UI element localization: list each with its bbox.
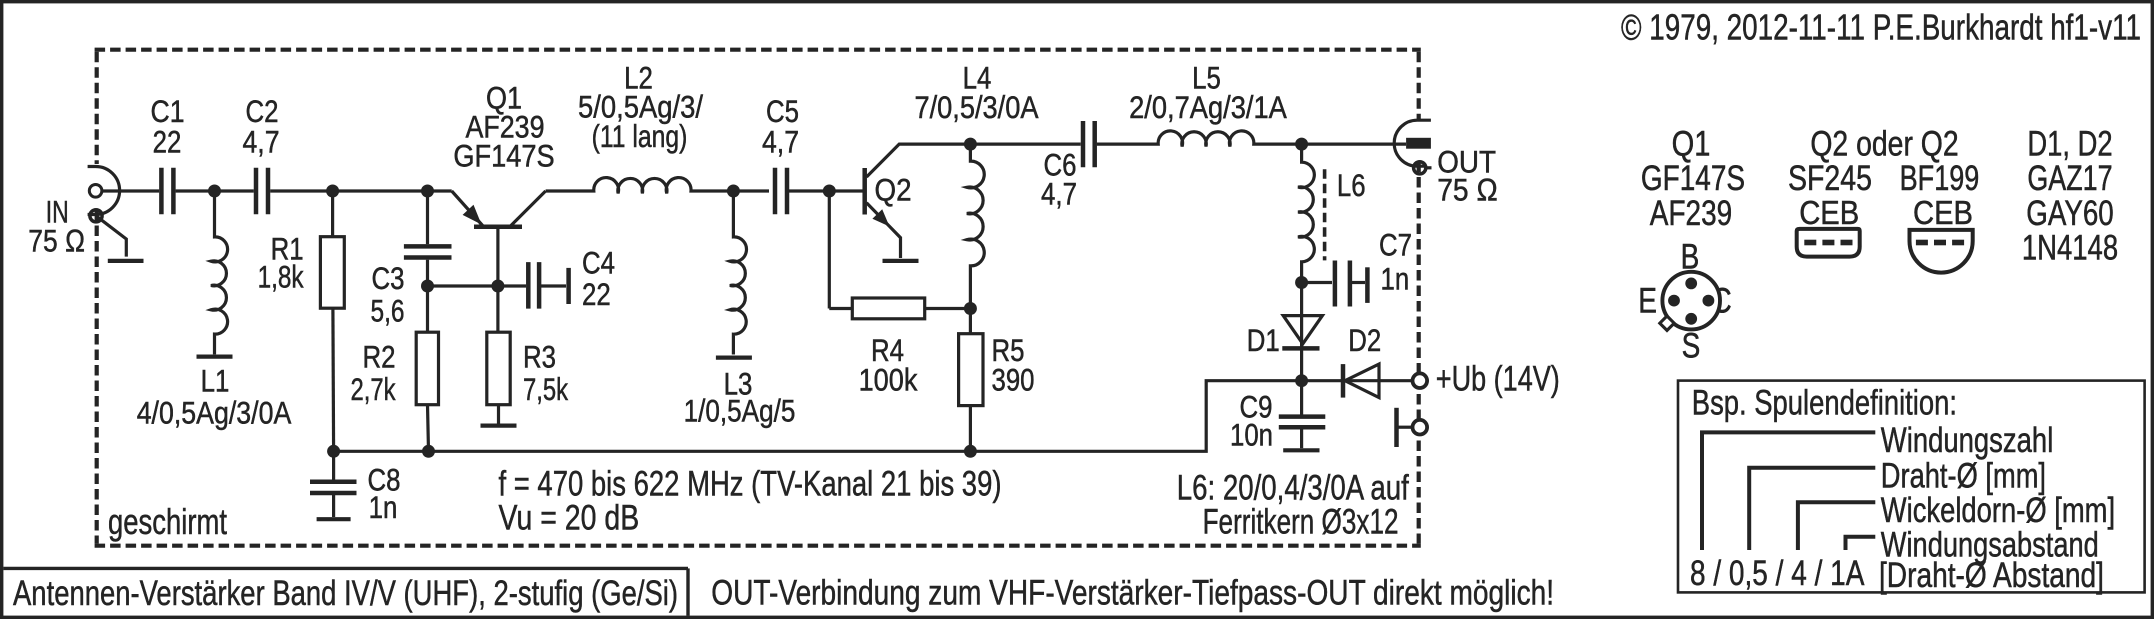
svg-text:7,5k: 7,5k bbox=[523, 371, 568, 407]
svg-text:1,8k: 1,8k bbox=[258, 259, 304, 295]
svg-text:C9: C9 bbox=[1240, 389, 1273, 425]
svg-text:f = 470 bis 622 MHz (TV-Kanal: f = 470 bis 622 MHz (TV-Kanal 21 bis 39) bbox=[499, 464, 1002, 504]
svg-text:L3: L3 bbox=[724, 366, 753, 402]
svg-text:Q1: Q1 bbox=[486, 80, 522, 116]
svg-text:4/0,5Ag/3/0A: 4/0,5Ag/3/0A bbox=[137, 395, 292, 431]
svg-text:CEB: CEB bbox=[1799, 194, 1859, 231]
svg-text:geschirmt: geschirmt bbox=[108, 501, 227, 542]
svg-text:Q1: Q1 bbox=[1672, 125, 1711, 164]
svg-text:GF147S: GF147S bbox=[1641, 159, 1745, 198]
svg-text:10n: 10n bbox=[1230, 417, 1273, 453]
svg-text:2/0,7Ag/3/1A: 2/0,7Ag/3/1A bbox=[1129, 89, 1287, 125]
svg-text:B: B bbox=[1681, 238, 1700, 277]
svg-text:1n: 1n bbox=[1381, 261, 1410, 297]
svg-text:D2: D2 bbox=[1348, 322, 1381, 358]
svg-text:C4: C4 bbox=[582, 245, 615, 281]
svg-text:OUT: OUT bbox=[1437, 144, 1496, 180]
svg-text:Windungszahl: Windungszahl bbox=[1881, 421, 2054, 460]
svg-text:AF239: AF239 bbox=[465, 109, 544, 145]
svg-text:CEB: CEB bbox=[1913, 194, 1973, 231]
svg-text:75 Ω: 75 Ω bbox=[1437, 172, 1498, 208]
svg-text:R2: R2 bbox=[363, 339, 396, 375]
svg-text:L4: L4 bbox=[963, 60, 992, 96]
svg-text:R4: R4 bbox=[871, 332, 904, 368]
svg-text:C5: C5 bbox=[766, 93, 799, 129]
svg-text:5/0,5Ag/3/: 5/0,5Ag/3/ bbox=[578, 89, 703, 125]
svg-text:SF245: SF245 bbox=[1788, 159, 1872, 198]
svg-text:C7: C7 bbox=[1379, 227, 1412, 263]
svg-text:E: E bbox=[1638, 282, 1657, 321]
svg-text:Bsp. Spulendefinition:: Bsp. Spulendefinition: bbox=[1692, 384, 1957, 423]
svg-text:7/0,5/3/0A: 7/0,5/3/0A bbox=[914, 89, 1038, 125]
svg-text:Antennen-Verstärker Band IV/V: Antennen-Verstärker Band IV/V (UHF), 2-s… bbox=[13, 573, 678, 613]
svg-text:L6: L6 bbox=[1337, 167, 1366, 203]
svg-text:GF147S: GF147S bbox=[453, 138, 554, 174]
svg-text:Draht-Ø [mm]: Draht-Ø [mm] bbox=[1881, 457, 2046, 496]
svg-text:L6: 20/0,4/3/0A auf: L6: 20/0,4/3/0A auf bbox=[1177, 468, 1409, 508]
svg-text:5,6: 5,6 bbox=[371, 293, 405, 329]
svg-text:D1, D2: D1, D2 bbox=[2027, 125, 2112, 164]
svg-text:GAY60: GAY60 bbox=[2026, 194, 2113, 233]
svg-text:1/0,5Ag/5: 1/0,5Ag/5 bbox=[684, 393, 796, 429]
svg-text:D1: D1 bbox=[1247, 322, 1280, 358]
svg-text:8 / 0,5 / 4 / 1A: 8 / 0,5 / 4 / 1A bbox=[1690, 554, 1865, 593]
svg-text:4,7: 4,7 bbox=[1041, 176, 1077, 212]
svg-text:GAZ17: GAZ17 bbox=[2027, 159, 2112, 198]
svg-text:R5: R5 bbox=[992, 332, 1025, 368]
svg-text:4,7: 4,7 bbox=[243, 124, 280, 160]
svg-text:75 Ω: 75 Ω bbox=[28, 223, 85, 259]
svg-text:Windungsabstand: Windungsabstand bbox=[1881, 526, 2099, 565]
svg-text:AF239: AF239 bbox=[1650, 194, 1732, 233]
svg-text:Q2: Q2 bbox=[875, 172, 912, 208]
svg-text:Ferritkern Ø3x12: Ferritkern Ø3x12 bbox=[1203, 502, 1399, 542]
svg-text:390: 390 bbox=[992, 362, 1035, 398]
svg-text:L1: L1 bbox=[201, 363, 230, 399]
svg-text:Vu = 20 dB: Vu = 20 dB bbox=[499, 498, 640, 538]
svg-text:[Draht-Ø Abstand]: [Draht-Ø Abstand] bbox=[1879, 556, 2104, 595]
svg-text:Wickeldorn-Ø [mm]: Wickeldorn-Ø [mm] bbox=[1881, 491, 2115, 530]
svg-text:IN: IN bbox=[46, 194, 69, 230]
svg-text:C2: C2 bbox=[246, 93, 279, 129]
svg-text:22: 22 bbox=[582, 276, 611, 312]
svg-text:C1: C1 bbox=[151, 93, 185, 129]
svg-text:2,7k: 2,7k bbox=[351, 371, 396, 407]
svg-text:100k: 100k bbox=[859, 362, 918, 398]
svg-text:C8: C8 bbox=[368, 462, 401, 498]
svg-text:R3: R3 bbox=[523, 339, 556, 375]
svg-text:(11 lang): (11 lang) bbox=[592, 118, 688, 154]
svg-text:OUT-Verbindung zum VHF-Verstär: OUT-Verbindung zum VHF-Verstärker-Tiefpa… bbox=[711, 573, 1554, 613]
svg-text:© 1979, 2012-11-11 P.E.Burkhar: © 1979, 2012-11-11 P.E.Burkhardt hf1-v11 bbox=[1621, 7, 2141, 48]
svg-text:1n: 1n bbox=[369, 489, 398, 525]
svg-text:S: S bbox=[1682, 327, 1701, 366]
svg-text:+Ub (14V): +Ub (14V) bbox=[1436, 359, 1560, 399]
svg-text:4,7: 4,7 bbox=[762, 124, 799, 160]
svg-text:C6: C6 bbox=[1044, 147, 1077, 183]
svg-text:R1: R1 bbox=[271, 231, 304, 267]
svg-text:C3: C3 bbox=[372, 260, 405, 296]
svg-text:L2: L2 bbox=[624, 60, 653, 96]
svg-text:L5: L5 bbox=[1192, 60, 1221, 96]
svg-text:1N4148: 1N4148 bbox=[2022, 228, 2118, 267]
svg-text:BF199: BF199 bbox=[1900, 159, 1980, 198]
svg-text:22: 22 bbox=[153, 124, 182, 160]
svg-text:Q2 oder Q2: Q2 oder Q2 bbox=[1810, 125, 1958, 164]
